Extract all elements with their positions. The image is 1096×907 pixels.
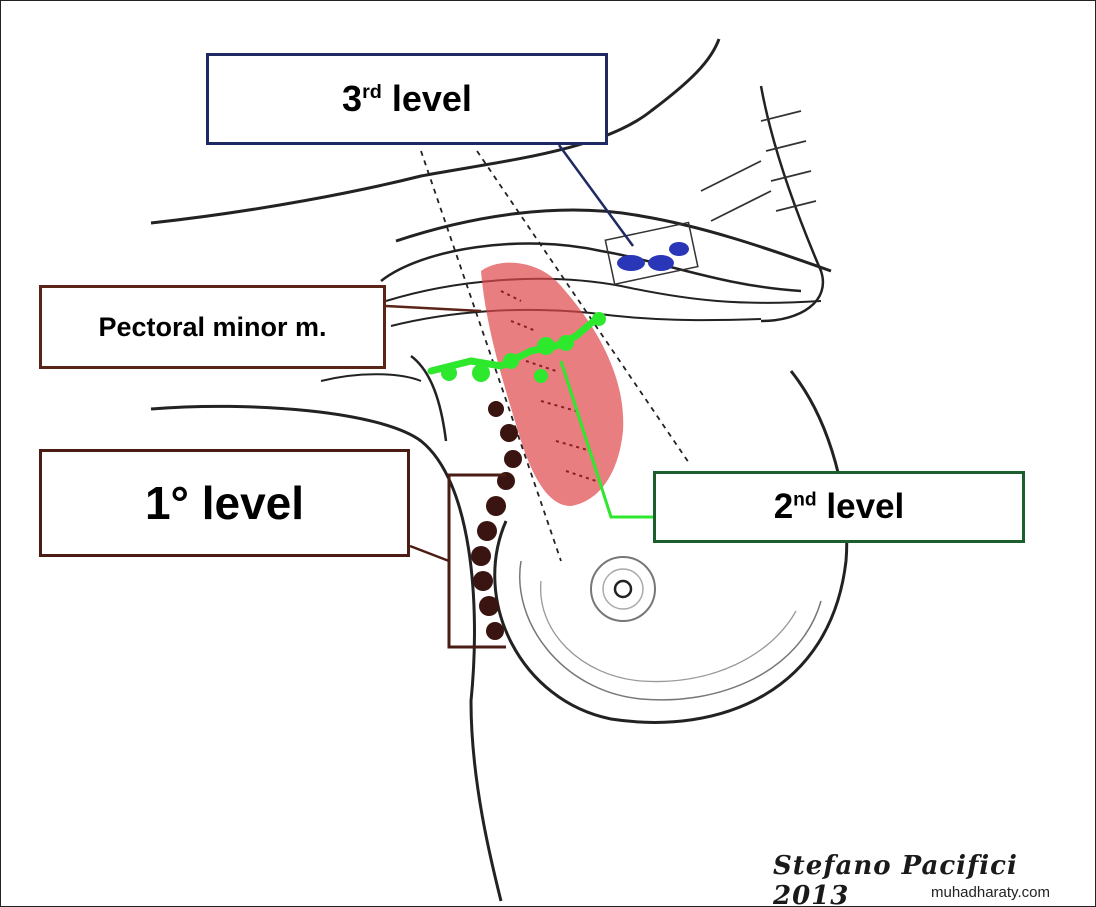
level1-node [500,424,518,442]
pectoral-leader [385,304,482,313]
level1-label: 1° level [144,477,305,529]
level1-node [486,622,504,640]
breast-contour-1 [519,560,822,701]
level2-node [592,312,606,326]
level2-label-suffix: nd [793,489,817,511]
areola-inner [602,568,644,610]
breast-contour-2 [540,580,797,683]
pectoral-minor-label: Pectoral minor m. [98,311,327,342]
level2-node [534,369,548,383]
level3-node-region [604,221,699,286]
arm-upper-line [150,38,721,225]
level1-leader [409,544,450,563]
level2-label-number: 2 [773,487,794,526]
level1-node [471,546,491,566]
level3-label-box: 3rd level [206,53,608,145]
level2-leader [559,360,653,519]
level2-node-chain [427,315,600,375]
level1-node [477,521,497,541]
level3-node [669,242,689,256]
arm-muscle-line-1 [380,242,802,293]
arm-muscle-line-2 [385,277,822,304]
level2-node [558,335,574,351]
shoulder-line [759,85,825,323]
level1-node [504,450,522,468]
pectoral-minor-label-box: Pectoral minor m. [39,285,386,369]
clavicle-line [395,208,832,273]
shoulder-hatch [700,110,817,222]
level2-node [537,337,555,355]
level3-label: 3rd level [342,78,472,120]
level2-label-word: level [816,487,905,526]
level3-label-number: 3 [342,78,363,119]
areola [590,556,656,622]
level3-label-suffix: rd [362,81,382,103]
level2-label-box: 2nd level [653,471,1025,543]
level1-node [473,571,493,591]
level1-node [486,496,506,516]
level3-label-word: level [381,78,472,119]
axilla-fold-2 [320,373,422,382]
boundary-dashed-1 [420,150,562,562]
axilla-fold [410,355,448,442]
level2-node [472,364,490,382]
level1-node [479,596,499,616]
level1-label-box: 1° level [39,449,410,557]
nipple [613,579,633,599]
level3-leader [557,144,635,247]
level3-node [648,255,674,271]
artist-signature: Stefano Pacifici 2013 [773,851,1018,907]
torso-outline [150,404,503,902]
boundary-dashed-2 [476,150,690,464]
pectoral-minor-muscle [481,262,624,506]
watermark: muhadharaty.com [931,884,1050,901]
level3-node [617,255,645,271]
level2-node [441,365,457,381]
arm-muscle-line-3 [390,308,762,327]
level1-node [488,401,504,417]
level2-node [503,353,519,369]
muscle-fibers [500,290,597,482]
level2-label: 2nd level [774,487,905,527]
